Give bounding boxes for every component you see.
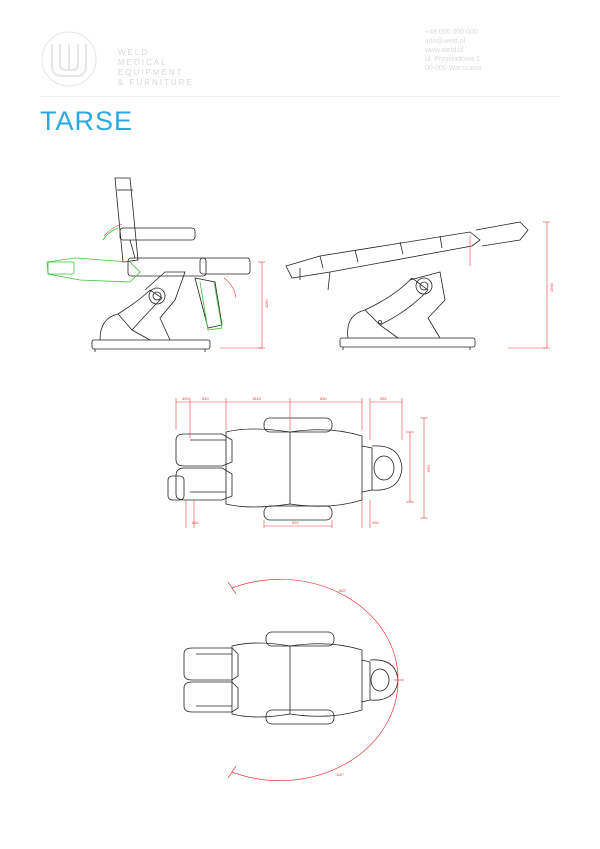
side-view-reclined [285, 221, 529, 350]
contact-website: www.weld.pl [425, 47, 464, 54]
rotation-label-bottom: 110° [336, 772, 344, 777]
top-view-straight [167, 417, 403, 521]
rotation-arc-back [103, 223, 123, 237]
brand-line-2: MEDICAL EQUIPMENT [118, 58, 184, 77]
dimension-label-overall-width: 1810 [252, 396, 262, 401]
dimension-label-seated-height: 1190 [264, 299, 269, 308]
dimension-label-right-height: 690 [426, 465, 431, 472]
contact-email: info@weld.pl [425, 38, 466, 45]
brand-logo: WELD MEDICAL EQUIPMENT & FURNITURE [40, 30, 200, 90]
brand-line-3: & FURNITURE [118, 78, 194, 87]
product-title: TARSE [40, 106, 134, 136]
dimension-label-right-seg: 380 [380, 396, 387, 401]
logo-icon [41, 31, 97, 87]
header-divider [40, 96, 560, 97]
side-view-seated [91, 177, 251, 352]
contact-city: 00-000 Warszawa [425, 65, 482, 72]
contact-block: +48 000 000 000 info@weld.pl www.weld.pl… [425, 28, 555, 73]
rotation-arc-tick-top [227, 581, 237, 595]
dimension-label-seg-2: 540 [202, 396, 209, 401]
top-view-rotation [183, 631, 399, 725]
dimension-label-seg-1: 400 [182, 396, 189, 401]
dimension-label-bottom-left: 640 [192, 520, 199, 525]
top-view-dimensions [175, 398, 428, 528]
brand-line-1: WELD [118, 48, 150, 57]
dimension-label-bottom-mid: 520 [292, 520, 299, 525]
side-view-alt-position [46, 227, 223, 331]
page-header: WELD MEDICAL EQUIPMENT & FURNITURE +48 0… [0, 0, 600, 100]
dimension-label-seg-3: 650 [320, 396, 327, 401]
dimension-height-reclined [469, 221, 550, 349]
brand-name: WELD MEDICAL EQUIPMENT & FURNITURE [118, 48, 200, 88]
dimension-label-bottom-right: 260 [372, 520, 379, 525]
rotation-arc-leg [223, 277, 237, 299]
dimension-label-reclined-height: 1560 [549, 282, 554, 292]
rotation-label-top: 180° [338, 588, 347, 593]
dimension-height-seated [220, 261, 265, 349]
contact-phone: +48 000 000 000 [425, 29, 478, 36]
contact-street: ul. Przykładowa 1 [425, 56, 480, 63]
rotation-arc [231, 579, 399, 781]
rotation-arc-tick-bottom [227, 765, 237, 779]
